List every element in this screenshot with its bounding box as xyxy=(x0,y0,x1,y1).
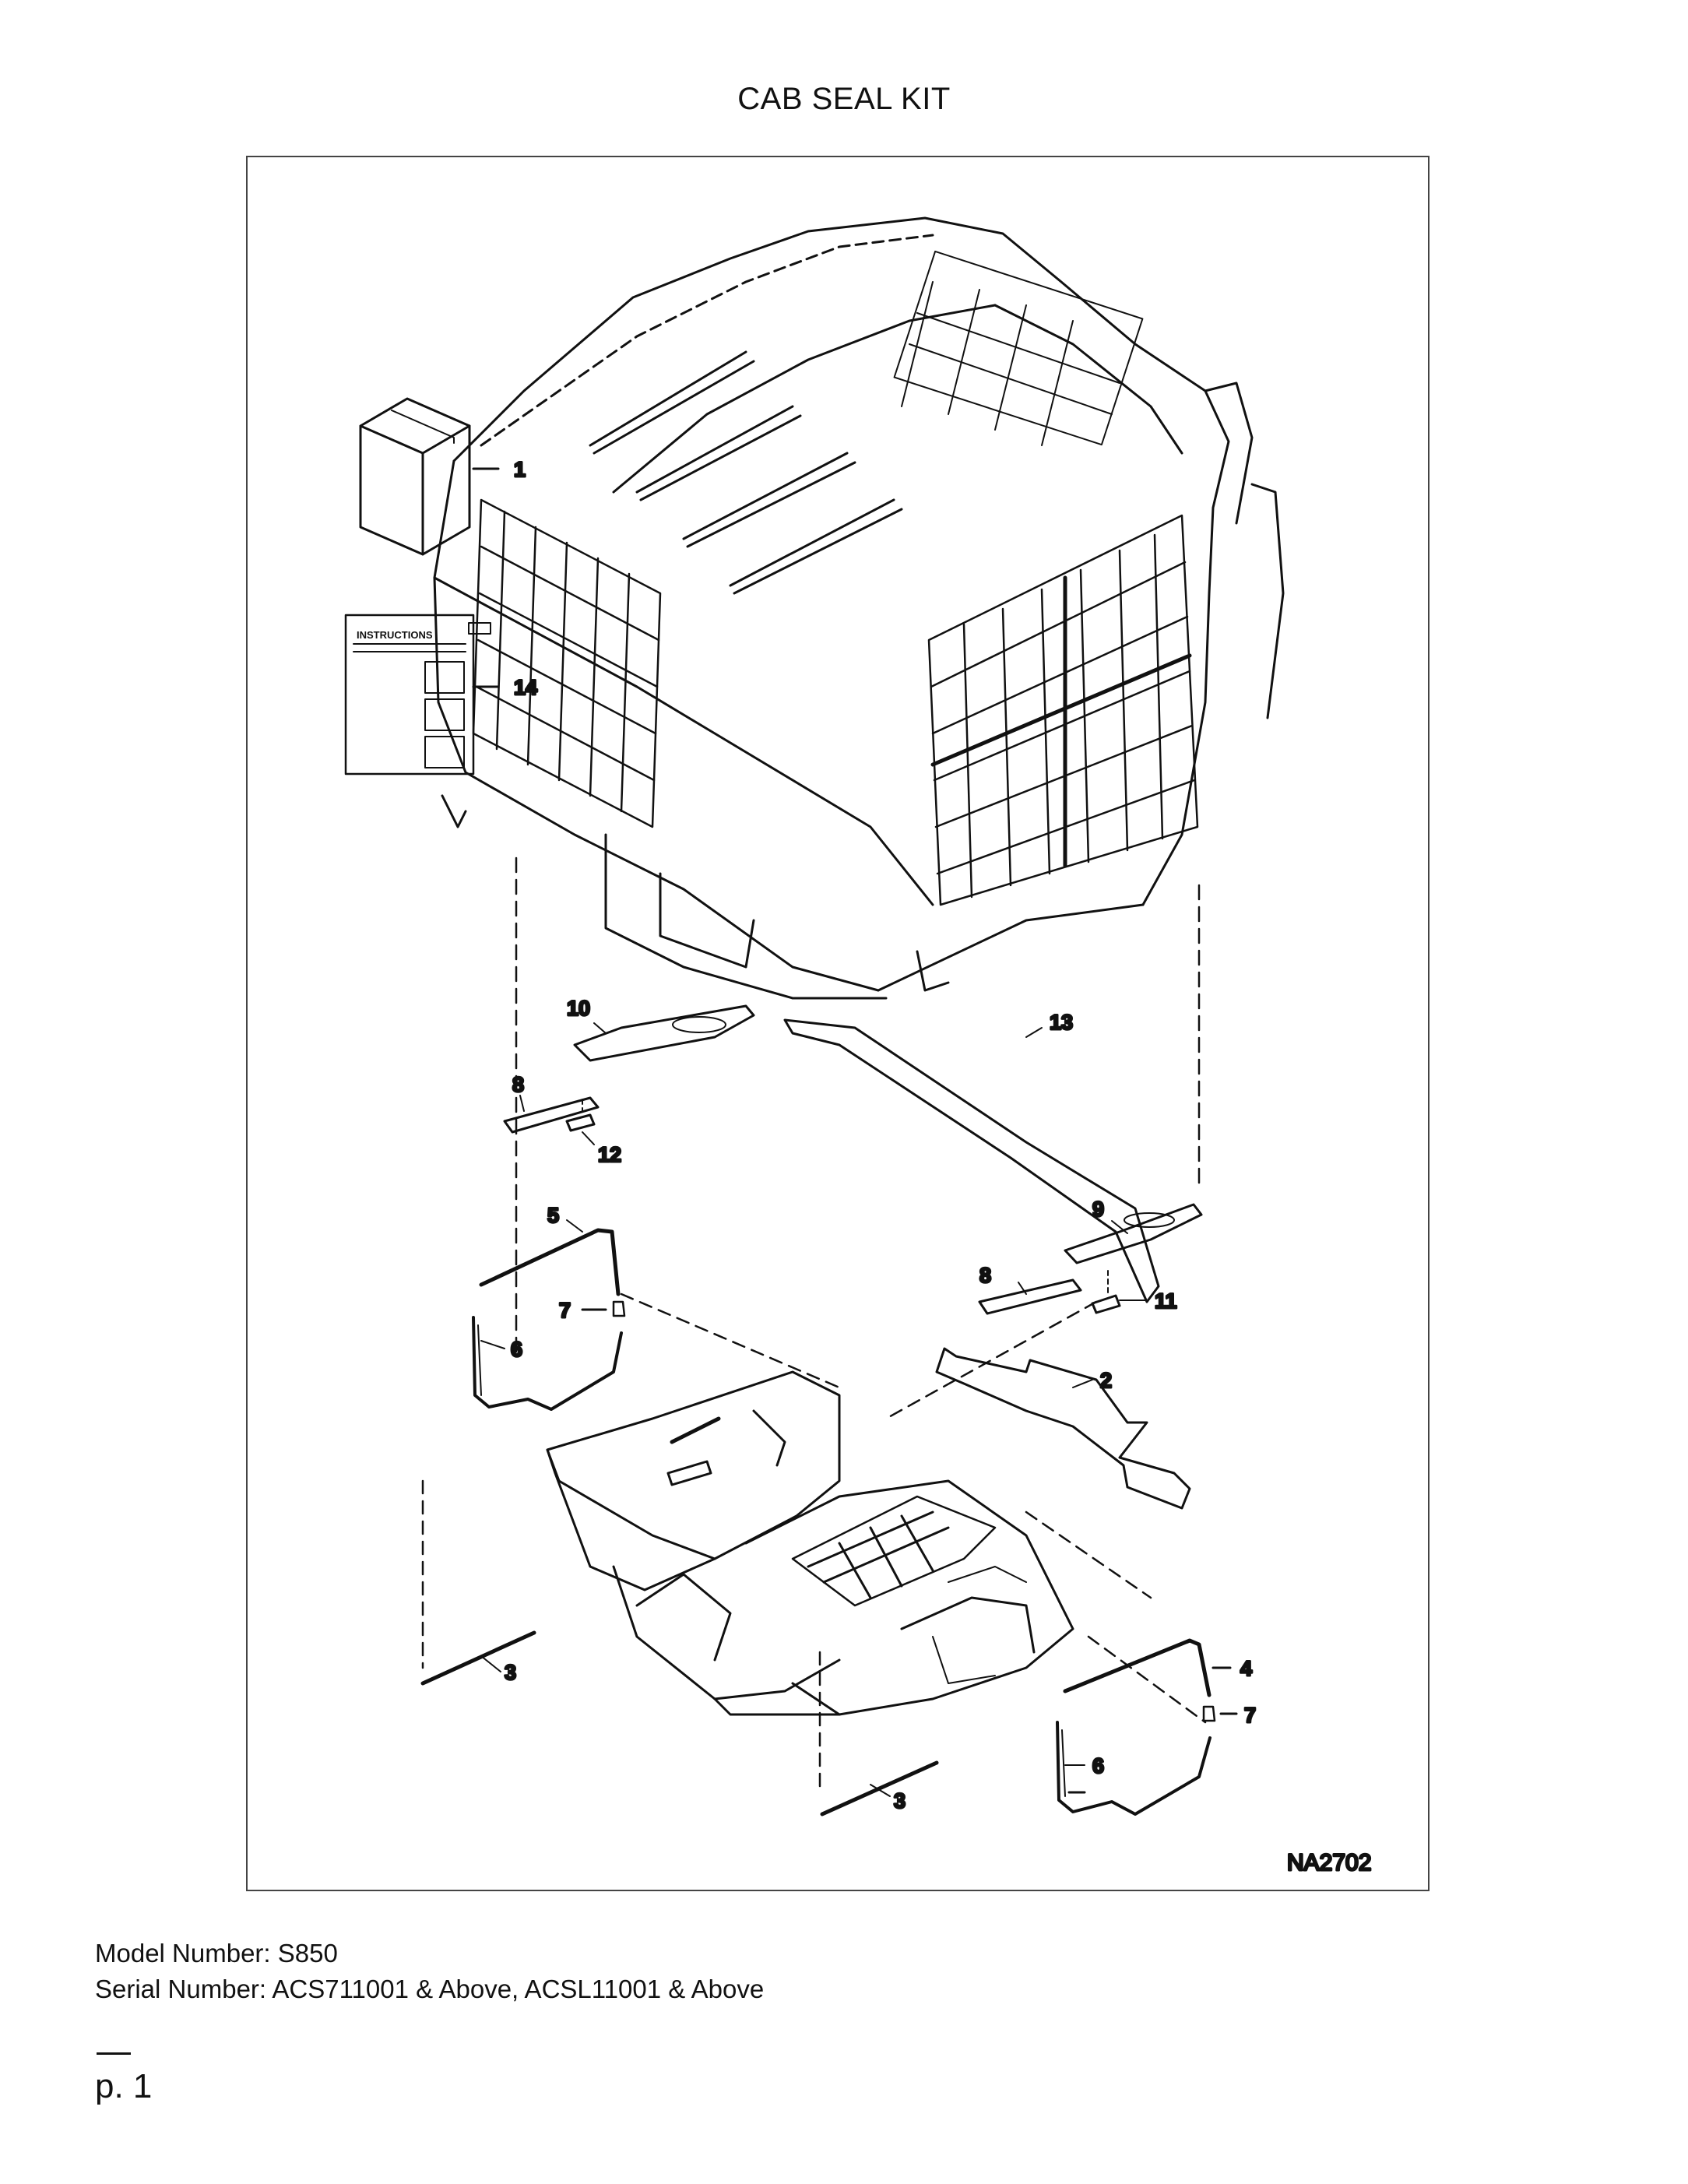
callout-3-left: 3 xyxy=(505,1661,516,1684)
callout-13: 13 xyxy=(1050,1011,1073,1034)
roof-vent-grid xyxy=(893,250,1144,446)
callout-4: 4 xyxy=(1240,1657,1252,1680)
callout-8-lower: 8 xyxy=(979,1264,991,1287)
leader-lines xyxy=(480,1022,1148,1797)
callout-7-left: 7 xyxy=(559,1299,571,1322)
part-5-seal xyxy=(479,1228,621,1296)
callout-10: 10 xyxy=(567,997,590,1020)
part-7-plug-left xyxy=(581,1300,626,1317)
callout-5: 5 xyxy=(547,1204,559,1227)
callout-2: 2 xyxy=(1100,1369,1112,1392)
callout-11: 11 xyxy=(1155,1289,1177,1313)
callout-9: 9 xyxy=(1092,1198,1104,1221)
page-title: CAB SEAL KIT xyxy=(737,82,951,116)
callout-1: 1 xyxy=(514,458,526,481)
parts-diagram: 1 14 INSTRUCTIONS 10 13 8 12 9 8 11 5 7 … xyxy=(344,216,1373,1877)
instructions-label: INSTRUCTIONS xyxy=(357,629,433,641)
part-8-strip-upper xyxy=(503,1096,600,1134)
callout-7-right: 7 xyxy=(1244,1704,1256,1727)
callout-6-right: 6 xyxy=(1092,1754,1104,1778)
cab-mount-lines xyxy=(515,856,1201,1358)
part-3-seal-left xyxy=(420,1630,536,1686)
left-window-grid xyxy=(472,498,662,828)
part-8-strip-lower xyxy=(978,1278,1082,1315)
part-7-plug-right xyxy=(1202,1705,1238,1722)
part-14-instructions xyxy=(344,614,500,775)
callout-8-upper: 8 xyxy=(512,1073,524,1096)
part-11-clip xyxy=(1091,1270,1121,1314)
part-3-seal-lower xyxy=(820,1760,939,1816)
part-6-seal-right xyxy=(1056,1721,1211,1816)
callout-3-lower: 3 xyxy=(894,1789,906,1813)
part-13-bracket xyxy=(783,1018,1160,1303)
part-9-plate xyxy=(1064,1203,1203,1264)
parts-diagram-frame: 1 14 INSTRUCTIONS 10 13 8 12 9 8 11 5 7 … xyxy=(246,156,1430,1891)
cab-assembly xyxy=(433,216,1285,1000)
callout-6-left: 6 xyxy=(511,1338,522,1361)
callout-12: 12 xyxy=(598,1143,621,1166)
callout-14: 14 xyxy=(514,676,537,699)
front-door-grid xyxy=(927,514,1199,906)
model-number: Model Number: S850 xyxy=(95,1939,338,1968)
part-2-strip xyxy=(935,1347,1191,1510)
part-6-seal-left xyxy=(472,1316,623,1411)
part-10-plate xyxy=(573,1004,755,1062)
floor-chassis xyxy=(546,1370,1074,1716)
part-1-box xyxy=(359,397,500,556)
part-12-clip xyxy=(565,1099,596,1132)
part-4-seal xyxy=(1063,1638,1232,1697)
floor-mount-lines xyxy=(421,1292,1207,1794)
drawing-code: NA2702 xyxy=(1287,1850,1371,1876)
page-number: p. 1 xyxy=(95,2067,153,2105)
page-number-rule xyxy=(97,2052,131,2055)
serial-number: Serial Number: ACS711001 & Above, ACSL11… xyxy=(95,1975,765,2003)
